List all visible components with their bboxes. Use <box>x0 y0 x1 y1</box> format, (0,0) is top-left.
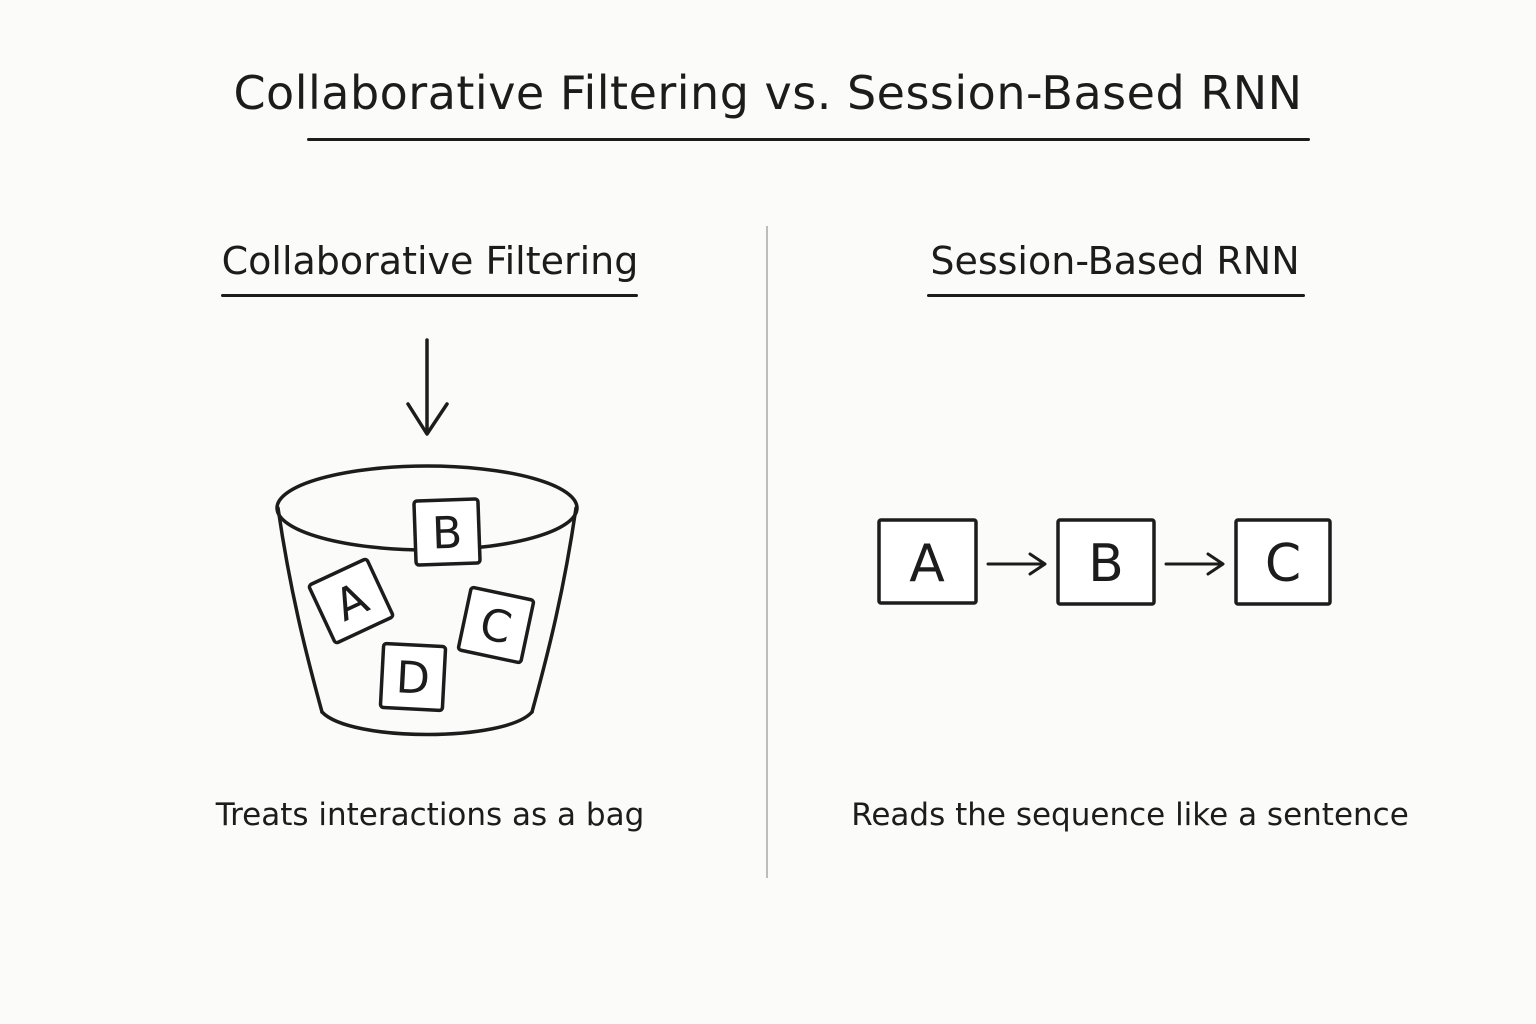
sequence-item-c: C <box>1234 518 1332 606</box>
main-title: Collaborative Filtering vs. Session-Base… <box>233 66 1303 120</box>
sequence-item-a: A <box>877 518 978 605</box>
down-arrow-icon <box>406 338 449 436</box>
right-panel-heading: Session-Based RNN <box>930 239 1300 283</box>
sequence-arrow-2-icon <box>1164 552 1225 576</box>
sequence-item-c-label: C <box>1265 534 1301 594</box>
bag-item-b-label: B <box>431 507 463 559</box>
right-panel-heading-underline <box>927 294 1305 297</box>
left-panel-heading: Collaborative Filtering <box>221 239 639 283</box>
sequence-item-a-label: A <box>909 534 945 594</box>
right-panel-caption: Reads the sequence like a sentence <box>851 797 1409 833</box>
bag-item-c: C <box>456 585 536 665</box>
bag-item-b: B <box>412 497 482 567</box>
sequence-item-b: B <box>1056 518 1156 606</box>
left-panel-heading-underline <box>221 294 638 297</box>
sequence-arrow-1-icon <box>986 552 1047 576</box>
panel-divider <box>766 226 768 878</box>
title-underline <box>307 138 1310 141</box>
left-panel-caption: Treats interactions as a bag <box>215 797 645 833</box>
sequence-item-b-label: B <box>1088 534 1124 594</box>
bag-item-a: A <box>307 557 395 645</box>
bag-item-d: D <box>378 641 448 713</box>
bag-item-d-label: D <box>395 652 432 705</box>
